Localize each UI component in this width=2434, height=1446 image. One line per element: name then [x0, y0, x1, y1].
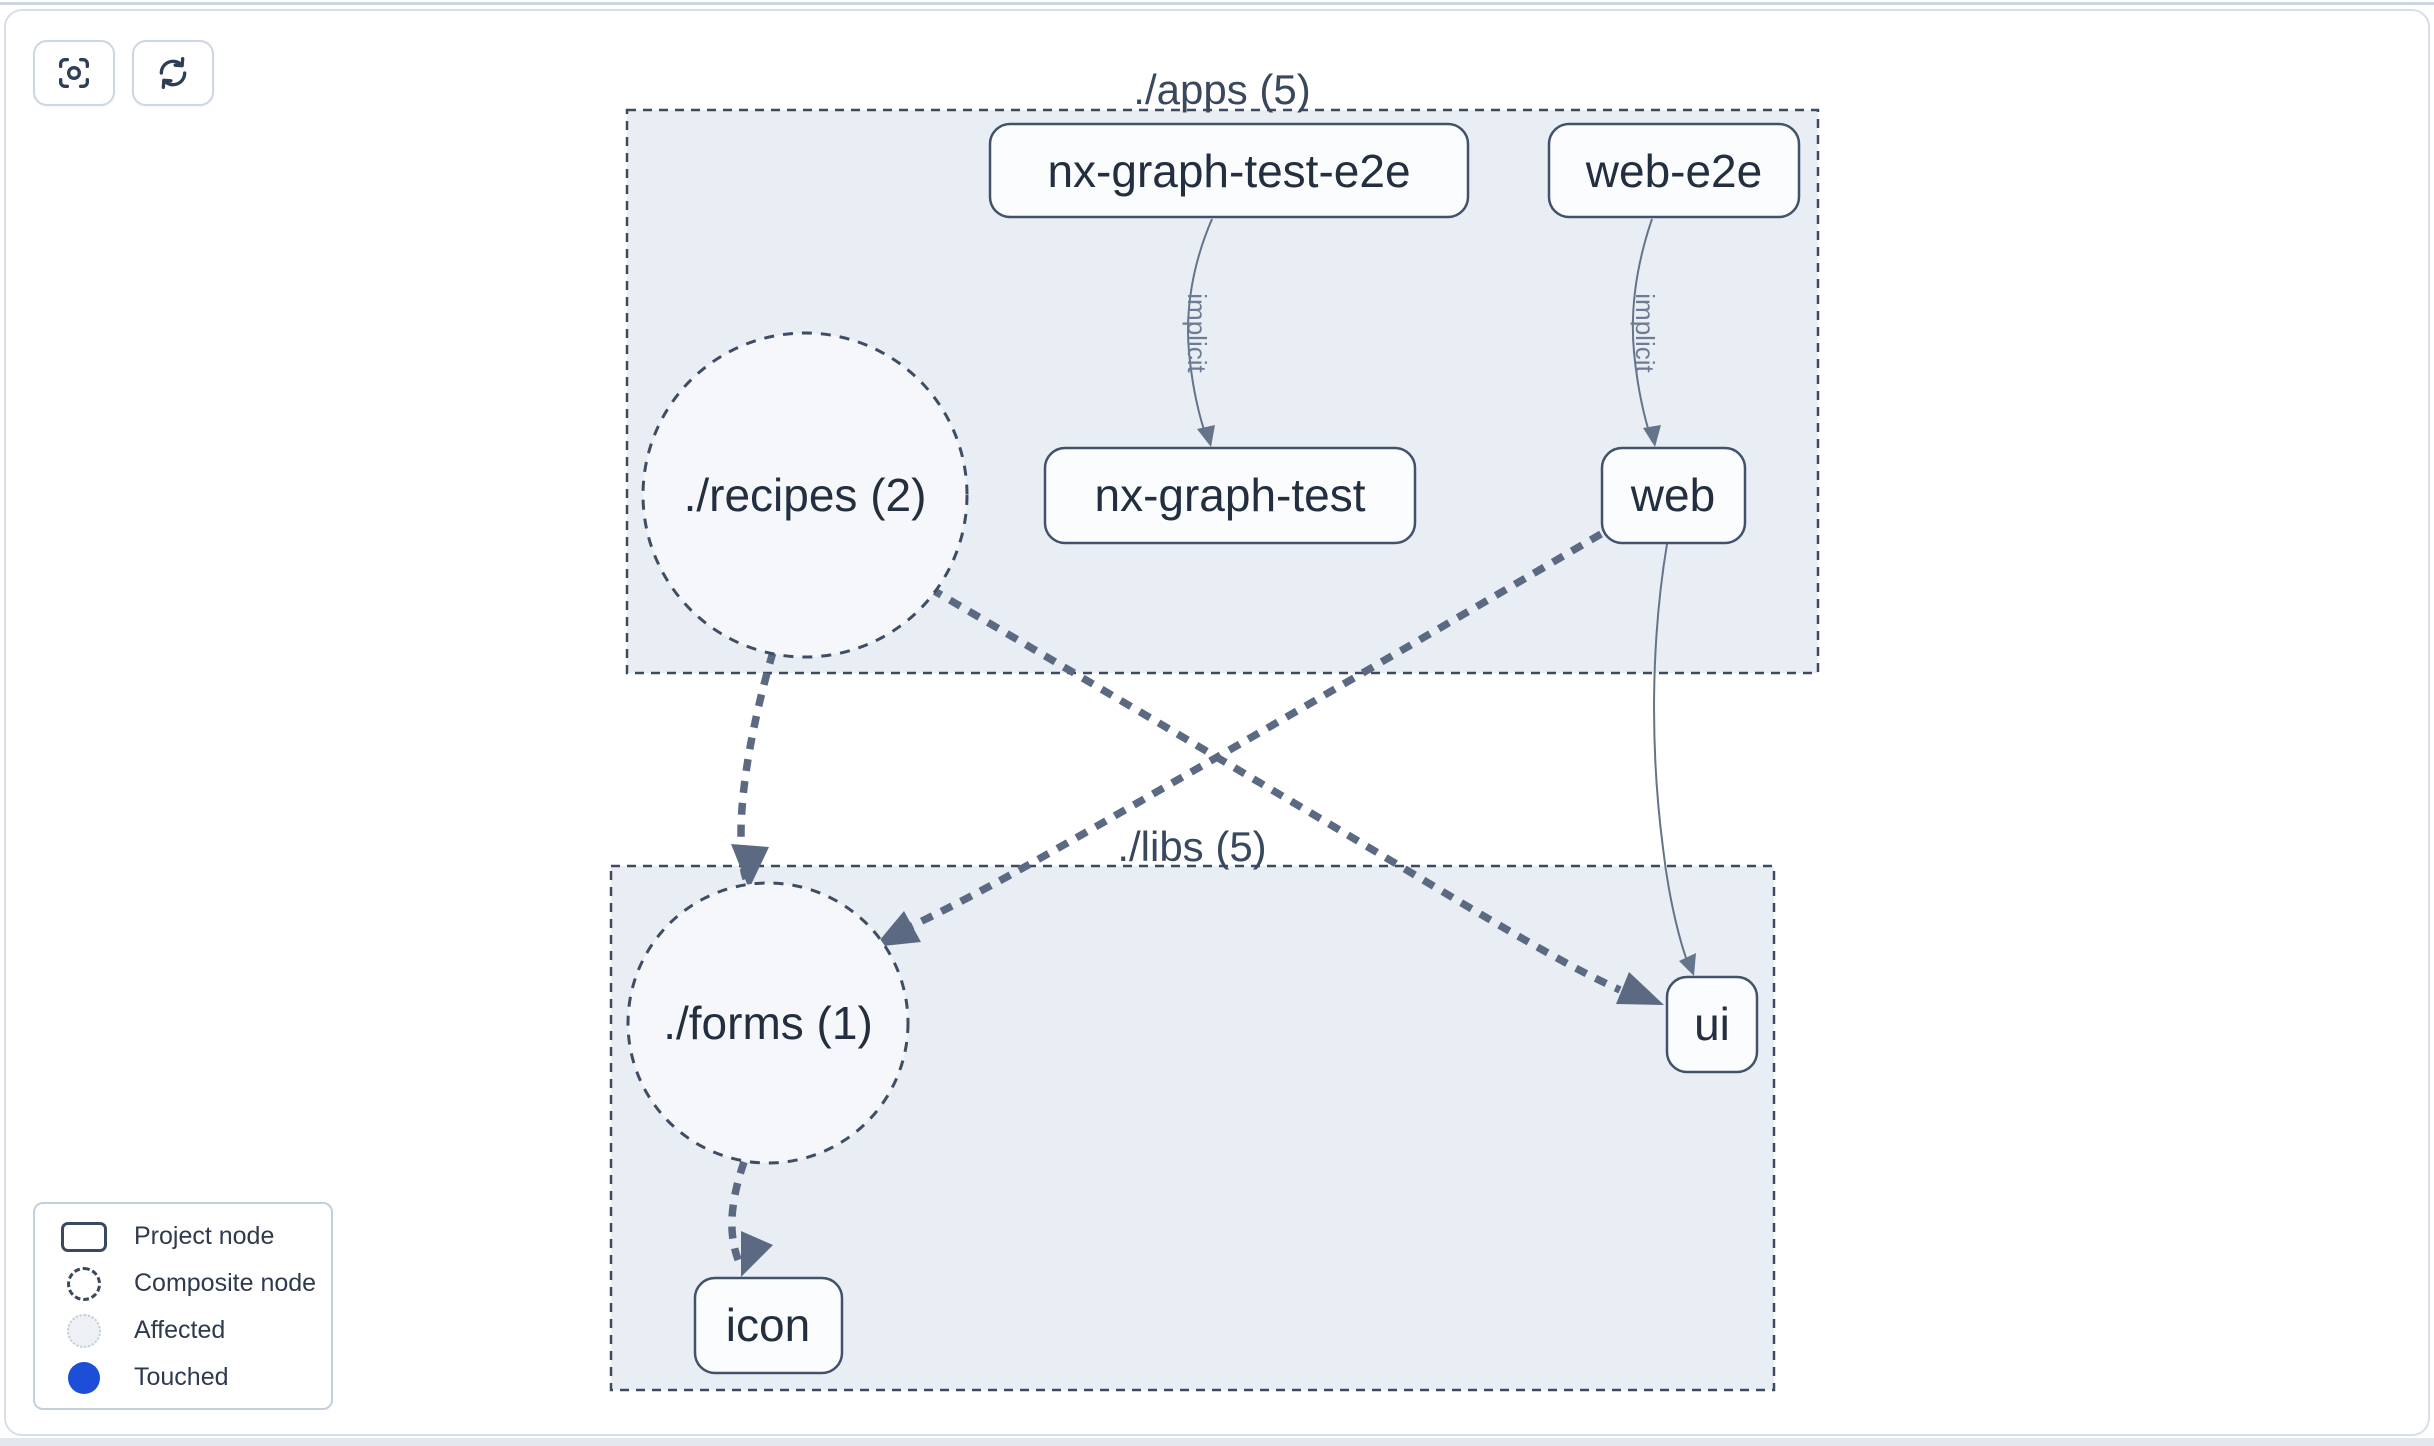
- project-node-nx-graph-test-e2e-label: nx-graph-test-e2e: [1047, 145, 1410, 197]
- toolbar: [33, 40, 214, 106]
- center-graph-button[interactable]: [33, 40, 115, 106]
- project-node-web[interactable]: web: [1600, 446, 1747, 545]
- edge-path[interactable]: [737, 650, 777, 881]
- edge-path[interactable]: [1186, 218, 1213, 442]
- edge-label-implicit: implicit: [1630, 293, 1660, 373]
- group-libs-label: ./libs (5): [1117, 823, 1266, 870]
- legend-label: Touched: [134, 1363, 229, 1391]
- edge-path[interactable]: [1653, 543, 1691, 970]
- group-apps-label: ./apps (5): [1133, 66, 1310, 113]
- legend-item-project-node: Project node: [35, 1213, 331, 1260]
- arrowhead-icon: [741, 1231, 773, 1277]
- project-node-nx-graph-test-e2e[interactable]: nx-graph-test-e2e: [988, 122, 1470, 219]
- edge-path[interactable]: [728, 1160, 748, 1264]
- affected-swatch-icon: [67, 1313, 101, 1348]
- legend-item-affected: Affected: [35, 1307, 331, 1354]
- top-divider: [0, 2, 2434, 5]
- focus-icon: [59, 58, 90, 89]
- project-node-swatch-icon: [61, 1221, 107, 1252]
- edge-web-to-forms[interactable]: [874, 530, 1603, 947]
- composite-node-forms-label: ./forms (1): [663, 997, 873, 1049]
- composite-node-recipes[interactable]: ./recipes (2): [641, 331, 969, 659]
- arrowhead-icon: [1643, 425, 1661, 447]
- edge-path[interactable]: [1631, 218, 1653, 442]
- edge-web-to-ui[interactable]: [1653, 543, 1696, 976]
- arrowhead-icon: [874, 911, 921, 947]
- arrowhead-icon: [1679, 953, 1696, 976]
- edge-recipes-to-forms[interactable]: [731, 650, 777, 889]
- legend-label: Project node: [134, 1222, 275, 1250]
- project-node-icon-label: icon: [726, 1299, 810, 1351]
- node-box[interactable]: [988, 122, 1470, 219]
- composite-circle[interactable]: [626, 881, 910, 1165]
- composite-circle[interactable]: [641, 331, 969, 659]
- legend-item-touched: Touched: [35, 1354, 331, 1401]
- refresh-graph-button[interactable]: [132, 40, 214, 106]
- project-node-web-e2e-label: web-e2e: [1585, 145, 1762, 197]
- composite-node-forms[interactable]: ./forms (1): [626, 881, 910, 1165]
- refresh-icon: [159, 57, 187, 90]
- bottom-strip: [0, 1438, 2434, 1446]
- project-node-web-label: web: [1630, 469, 1715, 521]
- project-node-ui[interactable]: ui: [1665, 975, 1759, 1074]
- project-node-icon[interactable]: icon: [693, 1276, 844, 1375]
- legend-label: Affected: [134, 1316, 226, 1344]
- project-node-web-e2e[interactable]: web-e2e: [1547, 122, 1801, 219]
- composite-node-swatch-icon: [67, 1266, 101, 1301]
- node-box[interactable]: [1043, 446, 1417, 545]
- legend-label: Composite node: [134, 1269, 317, 1297]
- arrowhead-icon: [1197, 425, 1215, 447]
- node-box[interactable]: [1665, 975, 1759, 1074]
- arrowhead-icon: [1616, 972, 1664, 1005]
- edge-forms-to-icon[interactable]: [728, 1160, 773, 1277]
- composite-node-recipes-label: ./recipes (2): [684, 469, 927, 521]
- legend-item-composite-node: Composite node: [35, 1260, 331, 1307]
- edge-path[interactable]: [899, 530, 1603, 935]
- edge-nx-graph-test-e2e-to-nx-graph-test[interactable]: implicit: [1182, 218, 1215, 447]
- touched-swatch-icon: [68, 1361, 100, 1394]
- project-node-ui-label: ui: [1694, 998, 1730, 1050]
- edge-label-implicit: implicit: [1182, 293, 1212, 373]
- node-box[interactable]: [693, 1276, 844, 1375]
- edge-web-e2e-to-web[interactable]: implicit: [1630, 218, 1661, 447]
- node-box[interactable]: [1600, 446, 1747, 545]
- arrowhead-icon: [731, 844, 769, 889]
- legend: Project node Composite node Affected Tou…: [33, 1202, 333, 1410]
- project-node-nx-graph-test[interactable]: nx-graph-test: [1043, 446, 1417, 545]
- edge-recipes-to-ui[interactable]: [929, 585, 1664, 1005]
- edge-path[interactable]: [929, 585, 1622, 994]
- node-box[interactable]: [1547, 122, 1801, 219]
- project-node-nx-graph-test-label: nx-graph-test: [1094, 469, 1365, 521]
